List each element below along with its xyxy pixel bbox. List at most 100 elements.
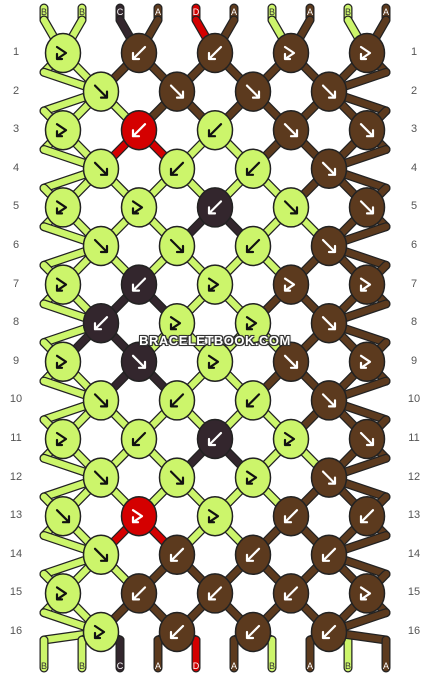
- knot-arrow-icon: [93, 316, 109, 331]
- knot-arrow-icon: [359, 354, 372, 369]
- knot-arrow-icon: [359, 431, 375, 447]
- row-number-left: 15: [9, 586, 23, 599]
- strand-label-top: B: [269, 7, 275, 17]
- knot: [44, 264, 82, 305]
- knot-arrow-icon: [207, 586, 223, 601]
- row-number-left: 8: [12, 316, 20, 329]
- knot-arrow-icon: [245, 547, 261, 562]
- knot-arrow-icon: [359, 123, 375, 138]
- knot: [234, 457, 272, 498]
- row-number-left: 9: [12, 354, 20, 367]
- strand-label-top: B: [345, 7, 351, 17]
- knot-arrow-icon: [321, 547, 337, 562]
- knot-arrow-icon: [131, 200, 144, 215]
- strand-label-bottom: A: [231, 661, 237, 671]
- strand-label-bottom: B: [41, 661, 47, 671]
- knot: [44, 418, 82, 460]
- strand-label-top: A: [383, 7, 389, 17]
- knot: [272, 418, 310, 460]
- knot: [44, 32, 82, 74]
- knot-arrow-icon: [131, 431, 147, 447]
- strand-label-bottom: D: [193, 661, 200, 671]
- row-number-right: 1: [410, 46, 418, 58]
- knot-arrow-icon: [283, 123, 299, 138]
- knot-arrow-icon: [207, 431, 223, 447]
- knot-arrow-icon: [169, 238, 185, 254]
- knot-arrow-icon: [207, 354, 220, 369]
- knot-arrow-icon: [131, 277, 147, 292]
- row-number-right: 12: [407, 470, 421, 483]
- knot-arrow-icon: [321, 84, 337, 99]
- knot-arrow-icon: [207, 123, 223, 138]
- strand-label-top: B: [79, 7, 85, 17]
- row-number-right: 14: [407, 547, 421, 560]
- knot: [348, 341, 386, 383]
- knot-arrow-icon: [283, 45, 296, 61]
- row-number-right: 10: [407, 393, 421, 406]
- knot-arrow-icon: [359, 277, 372, 292]
- knot-arrow-icon: [283, 354, 299, 369]
- row-number-left: 2: [12, 84, 20, 97]
- strand-label-bottom: A: [155, 661, 161, 671]
- knot-arrow-icon: [245, 624, 261, 640]
- knot-arrow-icon: [169, 316, 182, 331]
- knot: [44, 573, 82, 614]
- knot: [120, 187, 158, 228]
- knot-arrow-icon: [55, 586, 68, 601]
- knot-arrow-icon: [55, 509, 71, 524]
- knot-arrow-icon: [93, 470, 109, 485]
- knot-layer: [44, 32, 386, 653]
- knot-arrow-icon: [169, 624, 185, 640]
- knot: [44, 109, 82, 151]
- knot-arrow-icon: [283, 431, 296, 447]
- row-number-left: 6: [12, 239, 20, 251]
- knot: [158, 302, 196, 344]
- row-number-right: 11: [408, 432, 420, 444]
- knot-arrow-icon: [55, 277, 68, 292]
- watermark-text: BRACELETBOOK.COM: [139, 333, 291, 348]
- knot-arrow-icon: [245, 161, 261, 176]
- row-number-left: 10: [9, 393, 23, 406]
- row-number-right: 8: [410, 316, 418, 329]
- knot-arrow-icon: [359, 200, 375, 215]
- knot-arrow-icon: [93, 84, 109, 99]
- knot-arrow-icon: [245, 316, 258, 331]
- knot: [272, 264, 310, 305]
- strand-label-top: A: [155, 7, 161, 17]
- knot: [44, 187, 82, 228]
- knot-arrow-icon: [169, 470, 185, 485]
- row-number-right: 9: [410, 354, 418, 367]
- knot: [348, 264, 386, 305]
- knot-arrow-icon: [207, 509, 220, 524]
- knot-arrow-icon: [55, 431, 68, 447]
- strand-label-top: C: [117, 7, 124, 17]
- knot: [272, 32, 310, 74]
- knot: [348, 32, 386, 74]
- row-number-left: 16: [9, 625, 23, 637]
- row-number-right: 5: [410, 200, 418, 213]
- knot-arrow-icon: [283, 509, 299, 524]
- row-number-right: 15: [407, 586, 421, 599]
- knot-arrow-icon: [245, 238, 261, 254]
- row-number-left: 7: [12, 277, 20, 290]
- strand-label-top: D: [193, 7, 200, 17]
- knot-arrow-icon: [283, 200, 299, 215]
- row-number-right: 7: [410, 277, 418, 290]
- row-number-left: 5: [12, 200, 20, 213]
- strand-label-bottom: A: [307, 661, 313, 671]
- knot-arrow-icon: [321, 393, 337, 408]
- knot-arrow-icon: [321, 238, 337, 254]
- row-number-right: 2: [410, 84, 418, 97]
- knot-arrow-icon: [359, 586, 372, 601]
- knot: [82, 611, 120, 653]
- knot-arrow-icon: [55, 354, 68, 369]
- knot-arrow-icon: [169, 84, 185, 99]
- row-number-left: 11: [10, 432, 22, 444]
- knot-arrow-icon: [321, 470, 337, 485]
- knot: [196, 341, 234, 383]
- knot-arrow-icon: [169, 547, 185, 562]
- knot: [196, 264, 234, 305]
- knot-arrow-icon: [169, 161, 185, 176]
